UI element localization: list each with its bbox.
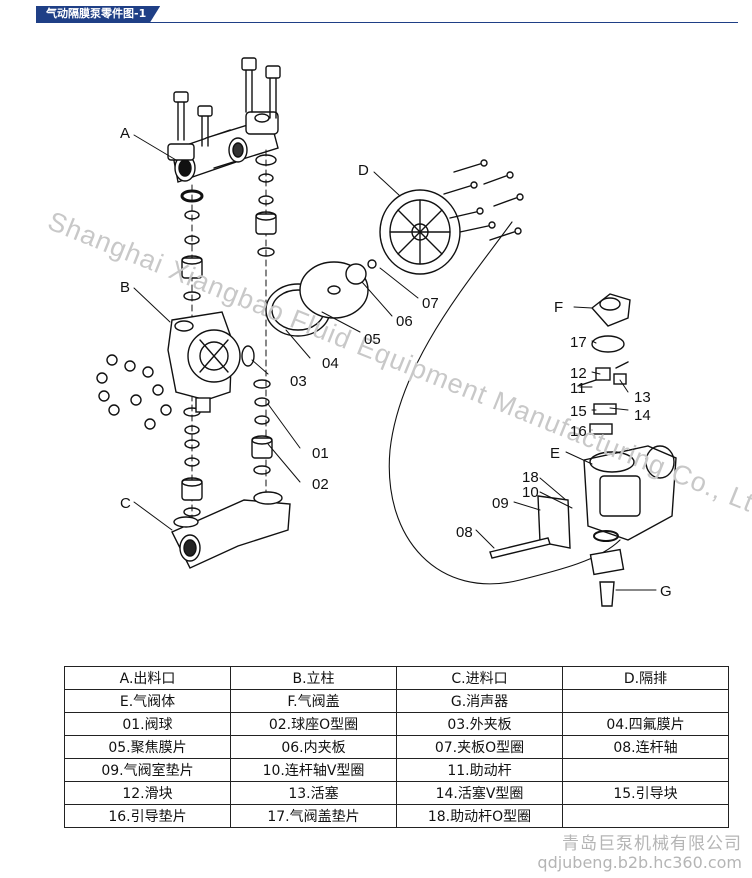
legend-cell: B.立柱 [230, 666, 397, 690]
legend-row: 16.引导垫片 17.气阀盖垫片 18.助动杆O型圈 [64, 804, 729, 828]
label-C: C [120, 495, 131, 512]
legend-row: A.出料口 B.立柱 C.进料口 D.隔排 [64, 666, 729, 690]
legend-cell: 16.引导垫片 [64, 804, 231, 828]
label-12: 12 [570, 365, 587, 382]
legend-row: 09.气阀室垫片 10.连杆轴V型圈 11.助动杆 [64, 758, 729, 782]
legend-row: E.气阀体 F.气阀盖 G.消声器 [64, 689, 729, 713]
manifold-bolts [173, 57, 281, 147]
diaphragm-assembly [241, 259, 377, 367]
part-labels: A B C D E F G 01 02 03 04 05 06 07 08 09… [120, 125, 672, 600]
label-15: 15 [570, 403, 587, 420]
legend-cell: A.出料口 [64, 666, 231, 690]
legend-cell: 18.助动杆O型圈 [396, 804, 563, 828]
label-E: E [550, 445, 560, 462]
label-18: 18 [522, 469, 539, 486]
legend-cell: 13.活塞 [230, 781, 397, 805]
legend-cell: 09.气阀室垫片 [64, 758, 231, 782]
muffler-G [589, 548, 625, 607]
legend-cell: 11.助动杆 [396, 758, 563, 782]
left-stack [180, 189, 204, 517]
legend-cell: 05.聚焦膜片 [64, 735, 231, 759]
footer-url-watermark: qdjubeng.b2b.hc360.com [537, 853, 742, 872]
label-17: 17 [570, 334, 587, 351]
legend-cell: 12.滑块 [64, 781, 231, 805]
label-07: 07 [422, 295, 439, 312]
header-divider [36, 22, 738, 23]
legend-row: 12.滑块 13.活塞 14.活塞V型圈 15.引导块 [64, 781, 729, 805]
air-valve-body-E [583, 445, 677, 541]
legend-row: 01.阀球 02.球座O型圈 03.外夹板 04.四氟膜片 [64, 712, 729, 736]
label-A: A [120, 125, 130, 142]
legend-cell: 10.连杆轴V型圈 [230, 758, 397, 782]
legend-cell: 14.活塞V型圈 [396, 781, 563, 805]
legend-cell: 06.内夹板 [230, 735, 397, 759]
label-06: 06 [396, 313, 413, 330]
outlet-manifold [167, 111, 279, 183]
label-B: B [120, 279, 130, 296]
exploded-pump-diagram: Shanghai Xiangbao Fluid Equipment Manufa… [44, 57, 752, 607]
label-05: 05 [364, 331, 381, 348]
legend-cell [562, 804, 729, 828]
right-stack [251, 154, 277, 475]
page-title: 气动隔膜泵零件图-1 [36, 6, 161, 22]
legend-cell: 04.四氟膜片 [562, 712, 729, 736]
legend-cell [562, 689, 729, 713]
label-11: 11 [570, 380, 586, 397]
legend-cell: 08.连杆轴 [562, 735, 729, 759]
label-13: 13 [634, 389, 651, 406]
label-G: G [660, 583, 672, 600]
label-09: 09 [492, 495, 509, 512]
legend-cell: F.气阀盖 [230, 689, 397, 713]
footer-company-watermark: 青岛巨泵机械有限公司 [562, 834, 742, 854]
label-D: D [358, 162, 369, 179]
legend-cell [562, 758, 729, 782]
parts-legend-table: A.出料口 B.立柱 C.进料口 D.隔排 E.气阀体 F.气阀盖 G.消声器 … [64, 666, 729, 828]
inlet-manifold [171, 491, 291, 569]
air-valve-cap-F [590, 293, 631, 327]
legend-cell: 03.外夹板 [396, 712, 563, 736]
legend-cell: E.气阀体 [64, 689, 231, 713]
label-16: 16 [570, 423, 587, 440]
label-10: 10 [522, 484, 539, 501]
legend-cell: 15.引导块 [562, 781, 729, 805]
gasket-09-and-rod-08 [489, 495, 571, 559]
legend-cell: 07.夹板O型圈 [396, 735, 563, 759]
chamber-bolts [443, 159, 524, 241]
nuts [96, 354, 172, 430]
legend-cell: D.隔排 [562, 666, 729, 690]
legend-cell: G.消声器 [396, 689, 563, 713]
label-F: F [554, 299, 563, 316]
label-02: 02 [312, 476, 329, 493]
legend-cell: 17.气阀盖垫片 [230, 804, 397, 828]
cap-gasket-17 [591, 335, 625, 353]
label-01: 01 [312, 445, 329, 462]
legend-row: 05.聚焦膜片 06.内夹板 07.夹板O型圈 08.连杆轴 [64, 735, 729, 759]
label-08: 08 [456, 524, 473, 541]
label-03: 03 [290, 373, 307, 390]
diaphragm-chamber [379, 189, 461, 275]
label-04: 04 [322, 355, 339, 372]
legend-cell: 01.阀球 [64, 712, 231, 736]
legend-cell: 02.球座O型圈 [230, 712, 397, 736]
pump-body [167, 311, 241, 413]
label-14: 14 [634, 407, 651, 424]
legend-cell: C.进料口 [396, 666, 563, 690]
